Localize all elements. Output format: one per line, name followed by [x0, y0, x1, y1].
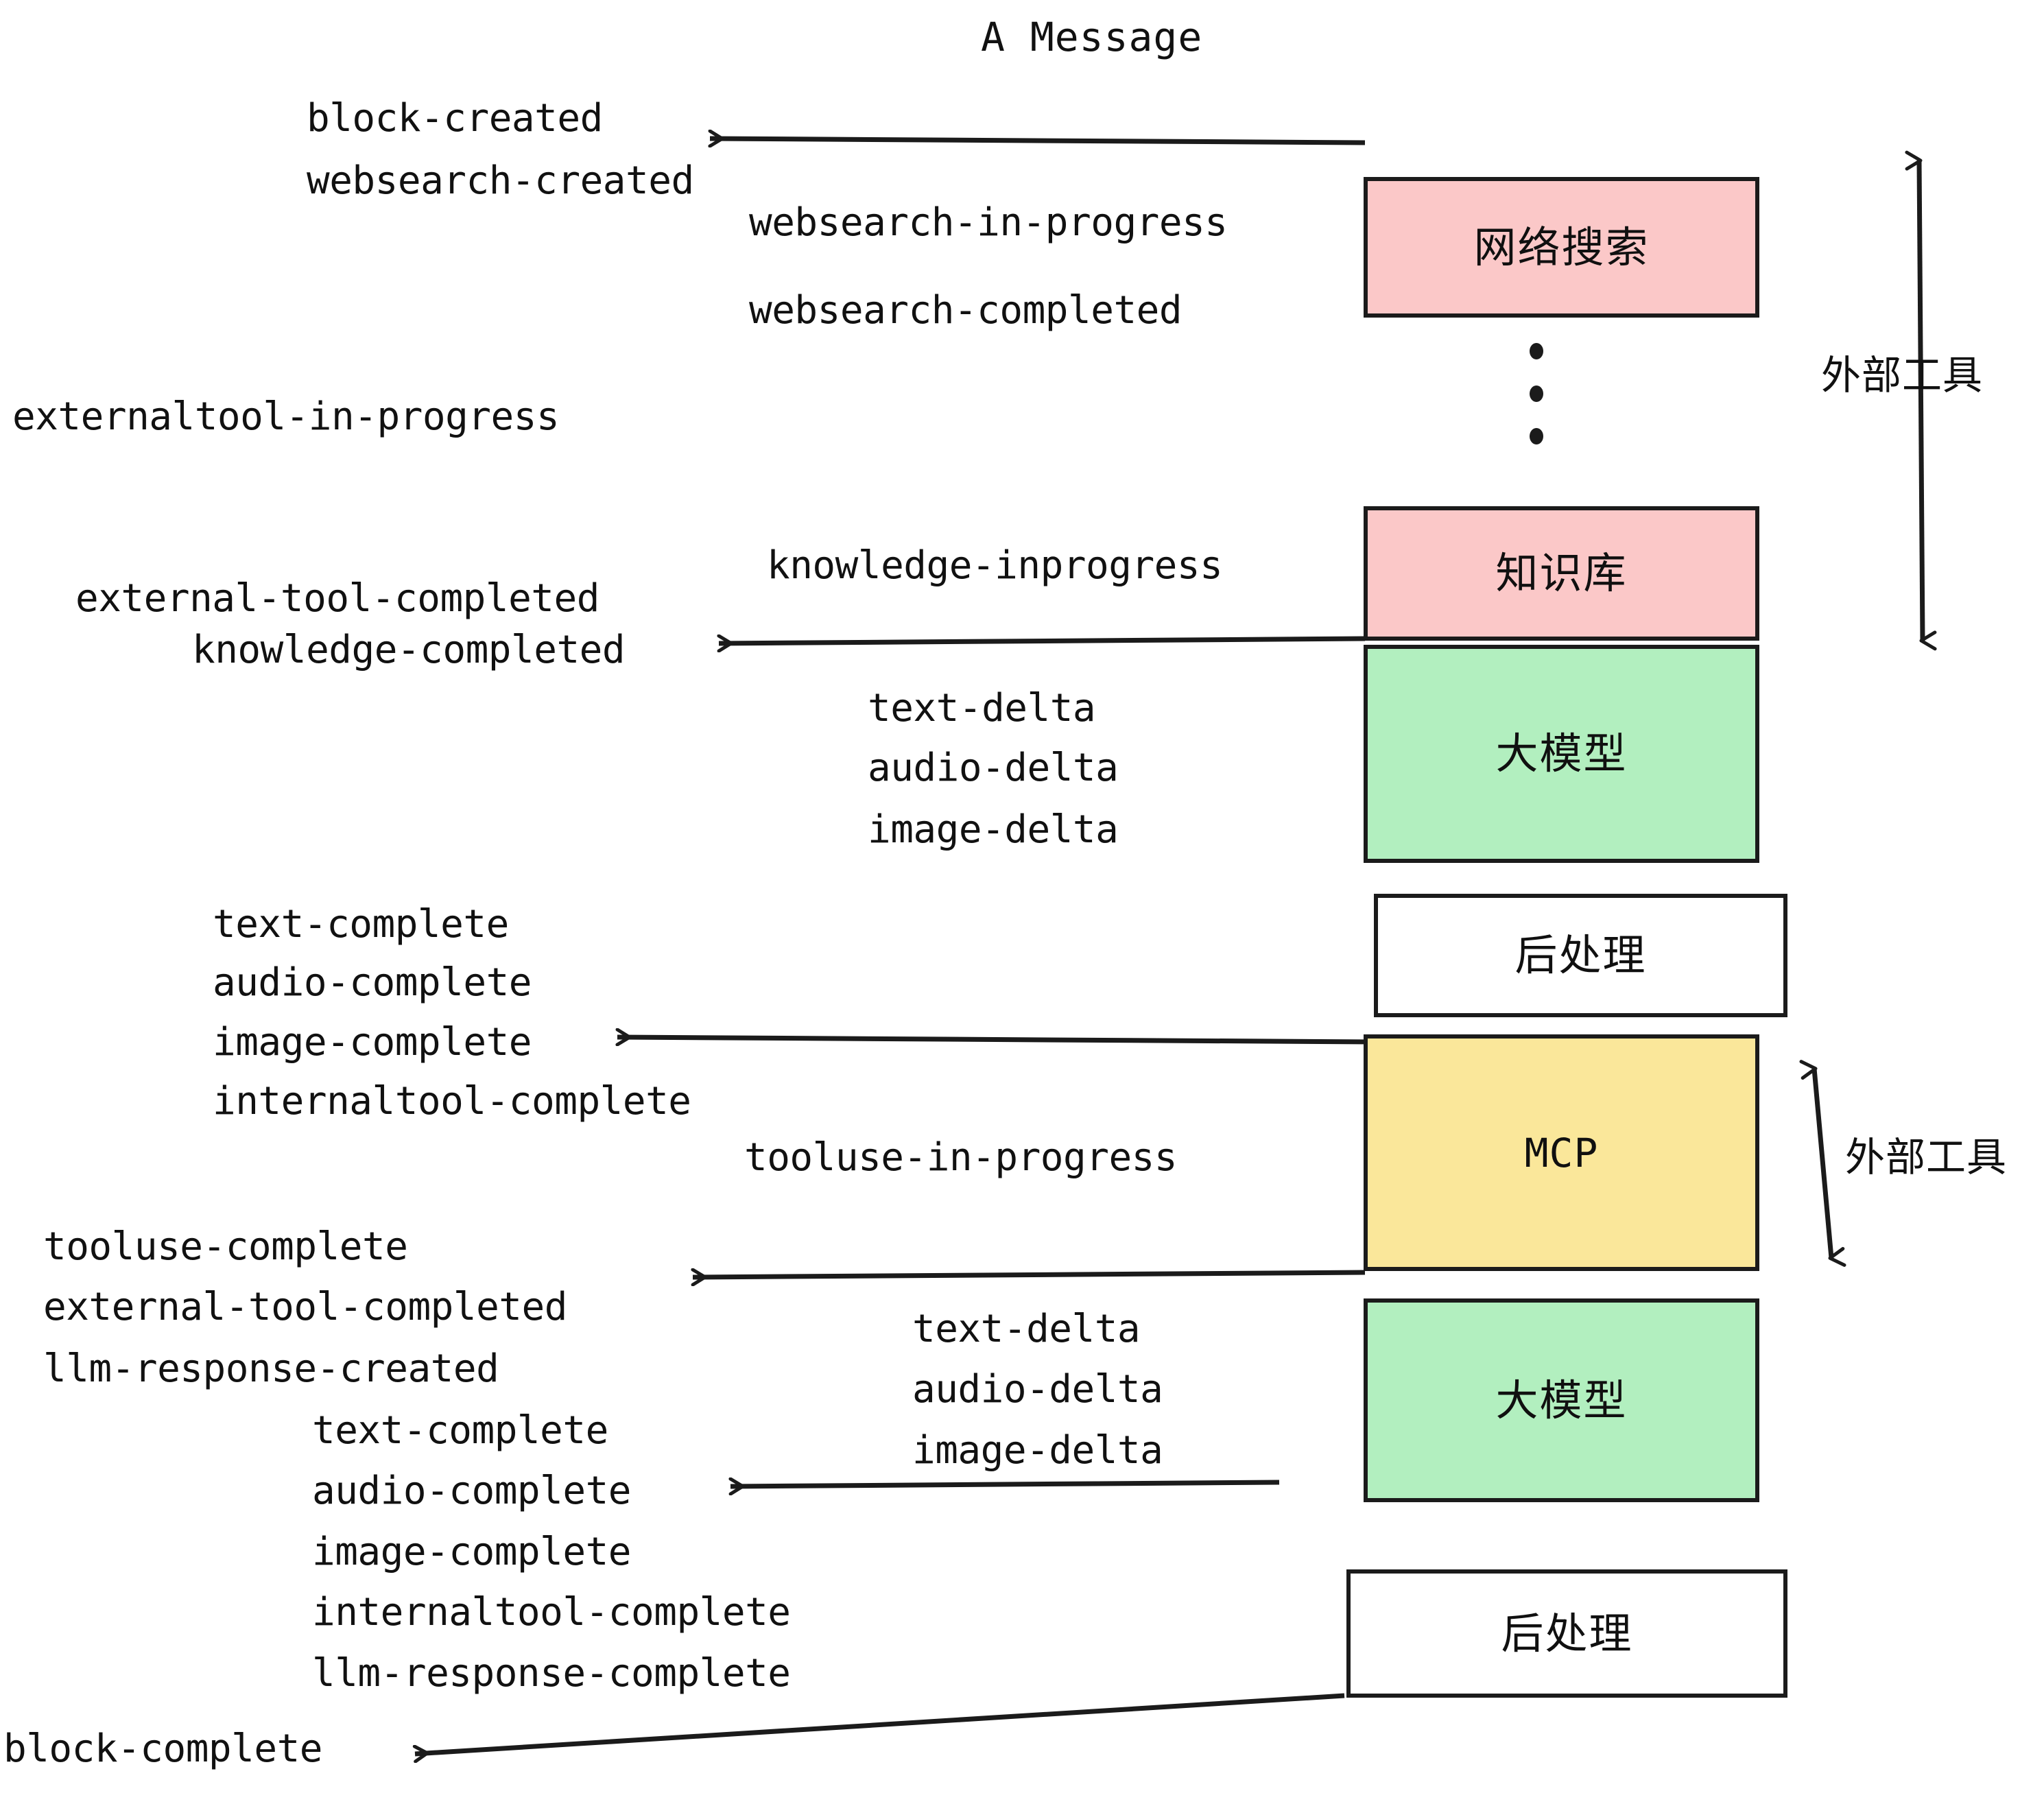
node-llm-bottom-label: 大模型 — [1495, 1375, 1628, 1425]
event-internaltool-complete-2: internaltool-complete — [312, 1590, 791, 1635]
node-llm-bottom[interactable]: 大模型 — [1364, 1298, 1759, 1502]
event-image-complete-1: image-complete — [213, 1020, 532, 1065]
node-llm-top-label: 大模型 — [1495, 728, 1628, 779]
arrow-post-to-image-complete — [617, 1037, 1376, 1042]
event-audio-delta-1: audio-delta — [868, 746, 1119, 790]
arrow-mcp-to-tooluse-complete — [693, 1272, 1366, 1277]
event-knowledge-completed: knowledge-completed — [192, 628, 626, 672]
arrow-knowledge-to-completed — [719, 639, 1366, 643]
label-external-tools-bottom: 外部工具 — [1845, 1134, 2008, 1180]
event-block-complete: block-complete — [3, 1726, 323, 1771]
event-llm-response-created: llm-response-created — [43, 1346, 499, 1391]
event-image-complete-2: image-complete — [312, 1530, 632, 1574]
event-text-delta-1: text-delta — [868, 686, 1096, 731]
label-external-tools-top: 外部工具 — [1821, 352, 1984, 399]
event-websearch-completed: websearch-completed — [749, 288, 1183, 333]
node-llm-top[interactable]: 大模型 — [1364, 645, 1759, 863]
node-postprocess-bottom-label: 后处理 — [1501, 1608, 1633, 1659]
node-postprocess-bottom[interactable]: 后处理 — [1346, 1569, 1787, 1698]
event-image-delta-1: image-delta — [868, 807, 1119, 852]
node-postprocess-top-label: 后处理 — [1514, 930, 1647, 980]
arrow-websearch-to-created — [710, 139, 1366, 143]
event-audio-complete-2: audio-complete — [312, 1469, 632, 1513]
arrow-external-tools-bottom — [1799, 1060, 1846, 1267]
event-external-tool-completed-2: external-tool-completed — [43, 1285, 567, 1329]
event-audio-delta-2: audio-delta — [912, 1367, 1163, 1412]
arrow-external-tools-top — [1905, 150, 1937, 651]
diagram-title: A Message — [981, 14, 1203, 60]
node-knowledge[interactable]: 知识库 — [1364, 506, 1759, 641]
event-external-tool-completed-1: external-tool-completed — [75, 576, 599, 621]
event-block-created: block-created — [307, 96, 603, 141]
node-websearch-label: 网络搜索 — [1473, 222, 1650, 272]
event-audio-complete-1: audio-complete — [213, 960, 532, 1005]
event-websearch-in-progress: websearch-in-progress — [749, 200, 1228, 245]
node-postprocess-top[interactable]: 后处理 — [1374, 894, 1787, 1017]
arrow-post-to-block-complete — [415, 1693, 1345, 1754]
event-image-delta-2: image-delta — [912, 1428, 1163, 1473]
event-knowledge-inprogress: knowledge-inprogress — [767, 543, 1223, 588]
event-text-complete-1: text-complete — [213, 902, 509, 947]
event-llm-response-complete: llm-response-complete — [312, 1651, 791, 1696]
arrow-llm-to-audio-complete — [730, 1482, 1280, 1486]
node-knowledge-label: 知识库 — [1495, 548, 1628, 598]
event-text-delta-2: text-delta — [912, 1307, 1141, 1351]
vertical-ellipsis-icon — [1530, 343, 1543, 471]
event-internaltool-complete-1: internaltool-complete — [213, 1079, 691, 1124]
event-externaltool-in-progress: externaltool-in-progress — [12, 394, 560, 439]
node-websearch[interactable]: 网络搜索 — [1364, 177, 1759, 318]
node-mcp[interactable]: MCP — [1364, 1034, 1759, 1271]
node-mcp-label: MCP — [1524, 1129, 1599, 1176]
event-websearch-created: websearch-created — [307, 158, 694, 203]
event-text-complete-2: text-complete — [312, 1408, 608, 1453]
event-tooluse-complete: tooluse-complete — [43, 1224, 408, 1269]
event-tooluse-in-progress: tooluse-in-progress — [744, 1135, 1178, 1180]
